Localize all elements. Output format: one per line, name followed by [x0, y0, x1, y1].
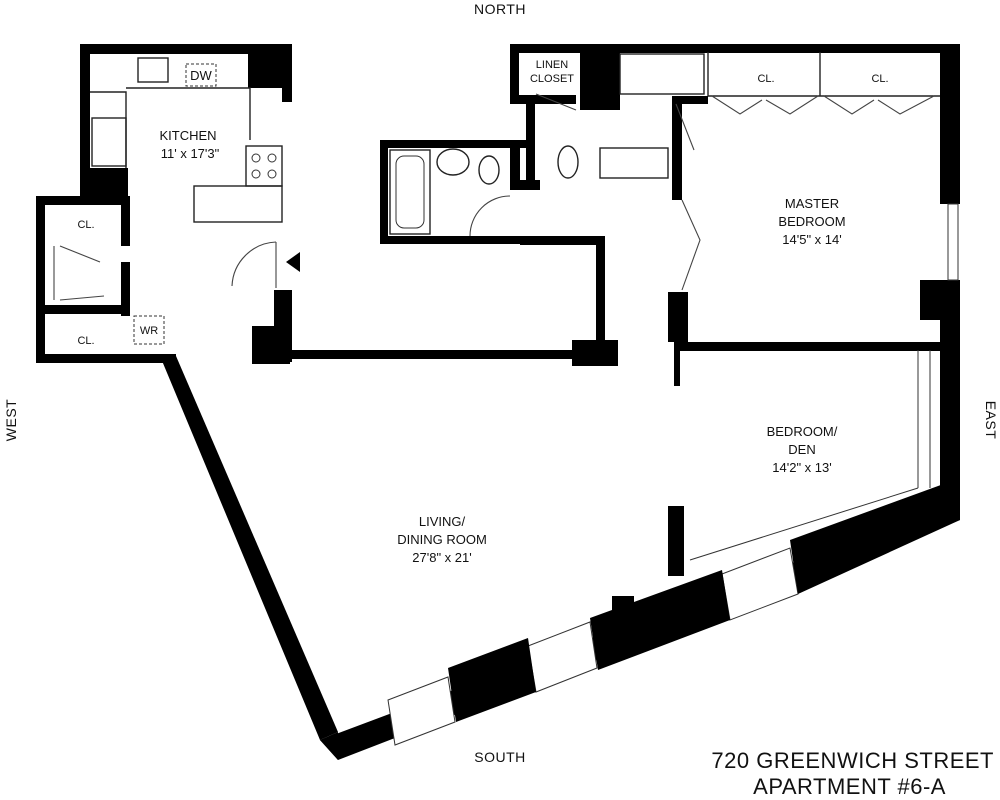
address-apartment: APARTMENT #6-A [753, 774, 946, 799]
dishwasher-label: DW [190, 68, 212, 83]
kitchen-name: KITCHEN [159, 128, 216, 143]
west-closet-label-1: CL. [77, 219, 94, 231]
master-closet-label-1: CL. [757, 73, 774, 85]
entrance-arrow-icon [286, 252, 300, 272]
west-label: WEST [3, 399, 19, 441]
living-dining-dims: 27'8" x 21' [412, 550, 471, 565]
master-closet-label-2: CL. [871, 73, 888, 85]
address-street: 720 GREENWICH STREET [711, 748, 994, 773]
bedroom-den-dims: 14'2" x 13' [772, 460, 831, 475]
labels: NORTH SOUTH EAST WEST KITCHEN 11' x 17'3… [3, 1, 999, 799]
master-bedroom-name-1: MASTER [785, 196, 839, 211]
north-label: NORTH [474, 1, 526, 17]
fixtures [53, 52, 959, 561]
master-bedroom-dims: 14'5" x 14' [782, 232, 841, 247]
linen-closet-label-2: CLOSET [530, 73, 574, 85]
walls [36, 44, 960, 760]
west-closet-label-2: CL. [77, 335, 94, 347]
living-dining-name-1: LIVING/ [419, 514, 466, 529]
east-label: EAST [983, 401, 999, 440]
kitchen-dims: 11' x 17'3" [161, 146, 220, 161]
master-bedroom-name-2: BEDROOM [778, 214, 845, 229]
bedroom-den-name-2: DEN [788, 442, 815, 457]
bedroom-den-name-1: BEDROOM/ [767, 424, 838, 439]
south-label: SOUTH [474, 749, 526, 765]
linen-closet-label-1: LINEN [536, 59, 568, 71]
living-dining-name-2: DINING ROOM [397, 532, 487, 547]
washer-label: WR [140, 325, 158, 337]
